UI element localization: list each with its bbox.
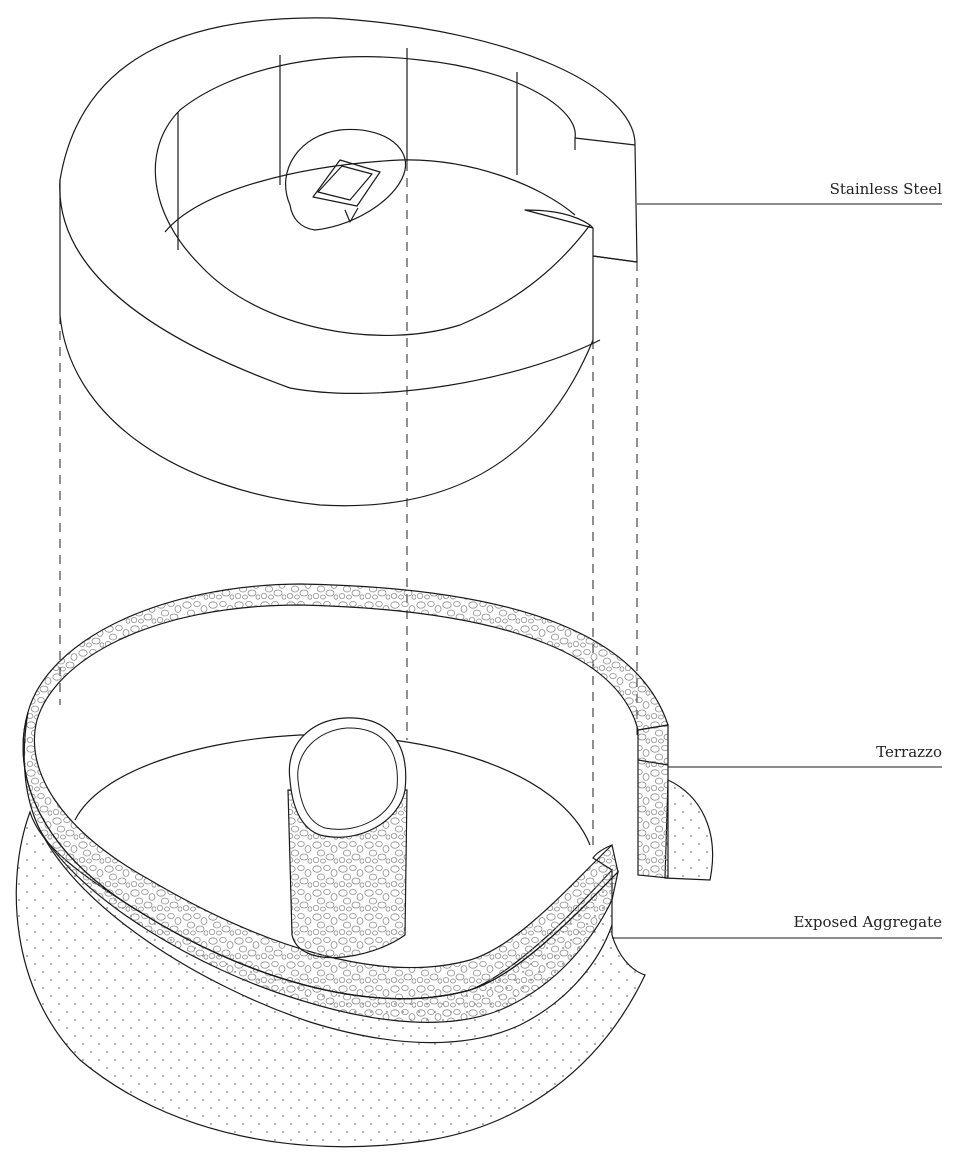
shell-inner-floor (164, 159, 576, 233)
shell-drain-cap (285, 128, 407, 231)
shell-drain-opening (312, 159, 381, 207)
shell-front-cut (524, 209, 594, 229)
label-stainless-steel: Stainless Steel (829, 180, 942, 198)
shell-opening-face (574, 137, 638, 263)
projection-lines (59, 162, 638, 845)
leader-lines (612, 203, 942, 939)
label-terrazzo: Terrazzo (876, 743, 942, 761)
shell-outer-rim (59, 17, 636, 395)
terrazzo-side-face (22, 711, 620, 1023)
column-top (288, 717, 407, 838)
terrazzo-column (287, 717, 408, 959)
shell-outer-base (59, 314, 594, 507)
aggregate-right-wing (664, 779, 714, 881)
terrazzo-inner-floor (74, 734, 591, 846)
terrazzo-end-face (637, 724, 669, 879)
label-exposed-aggregate: Exposed Aggregate (793, 913, 942, 931)
stainless-steel-shell (59, 17, 638, 507)
shell-inner-rim (154, 56, 591, 337)
terrazzo-band (22, 583, 669, 1044)
